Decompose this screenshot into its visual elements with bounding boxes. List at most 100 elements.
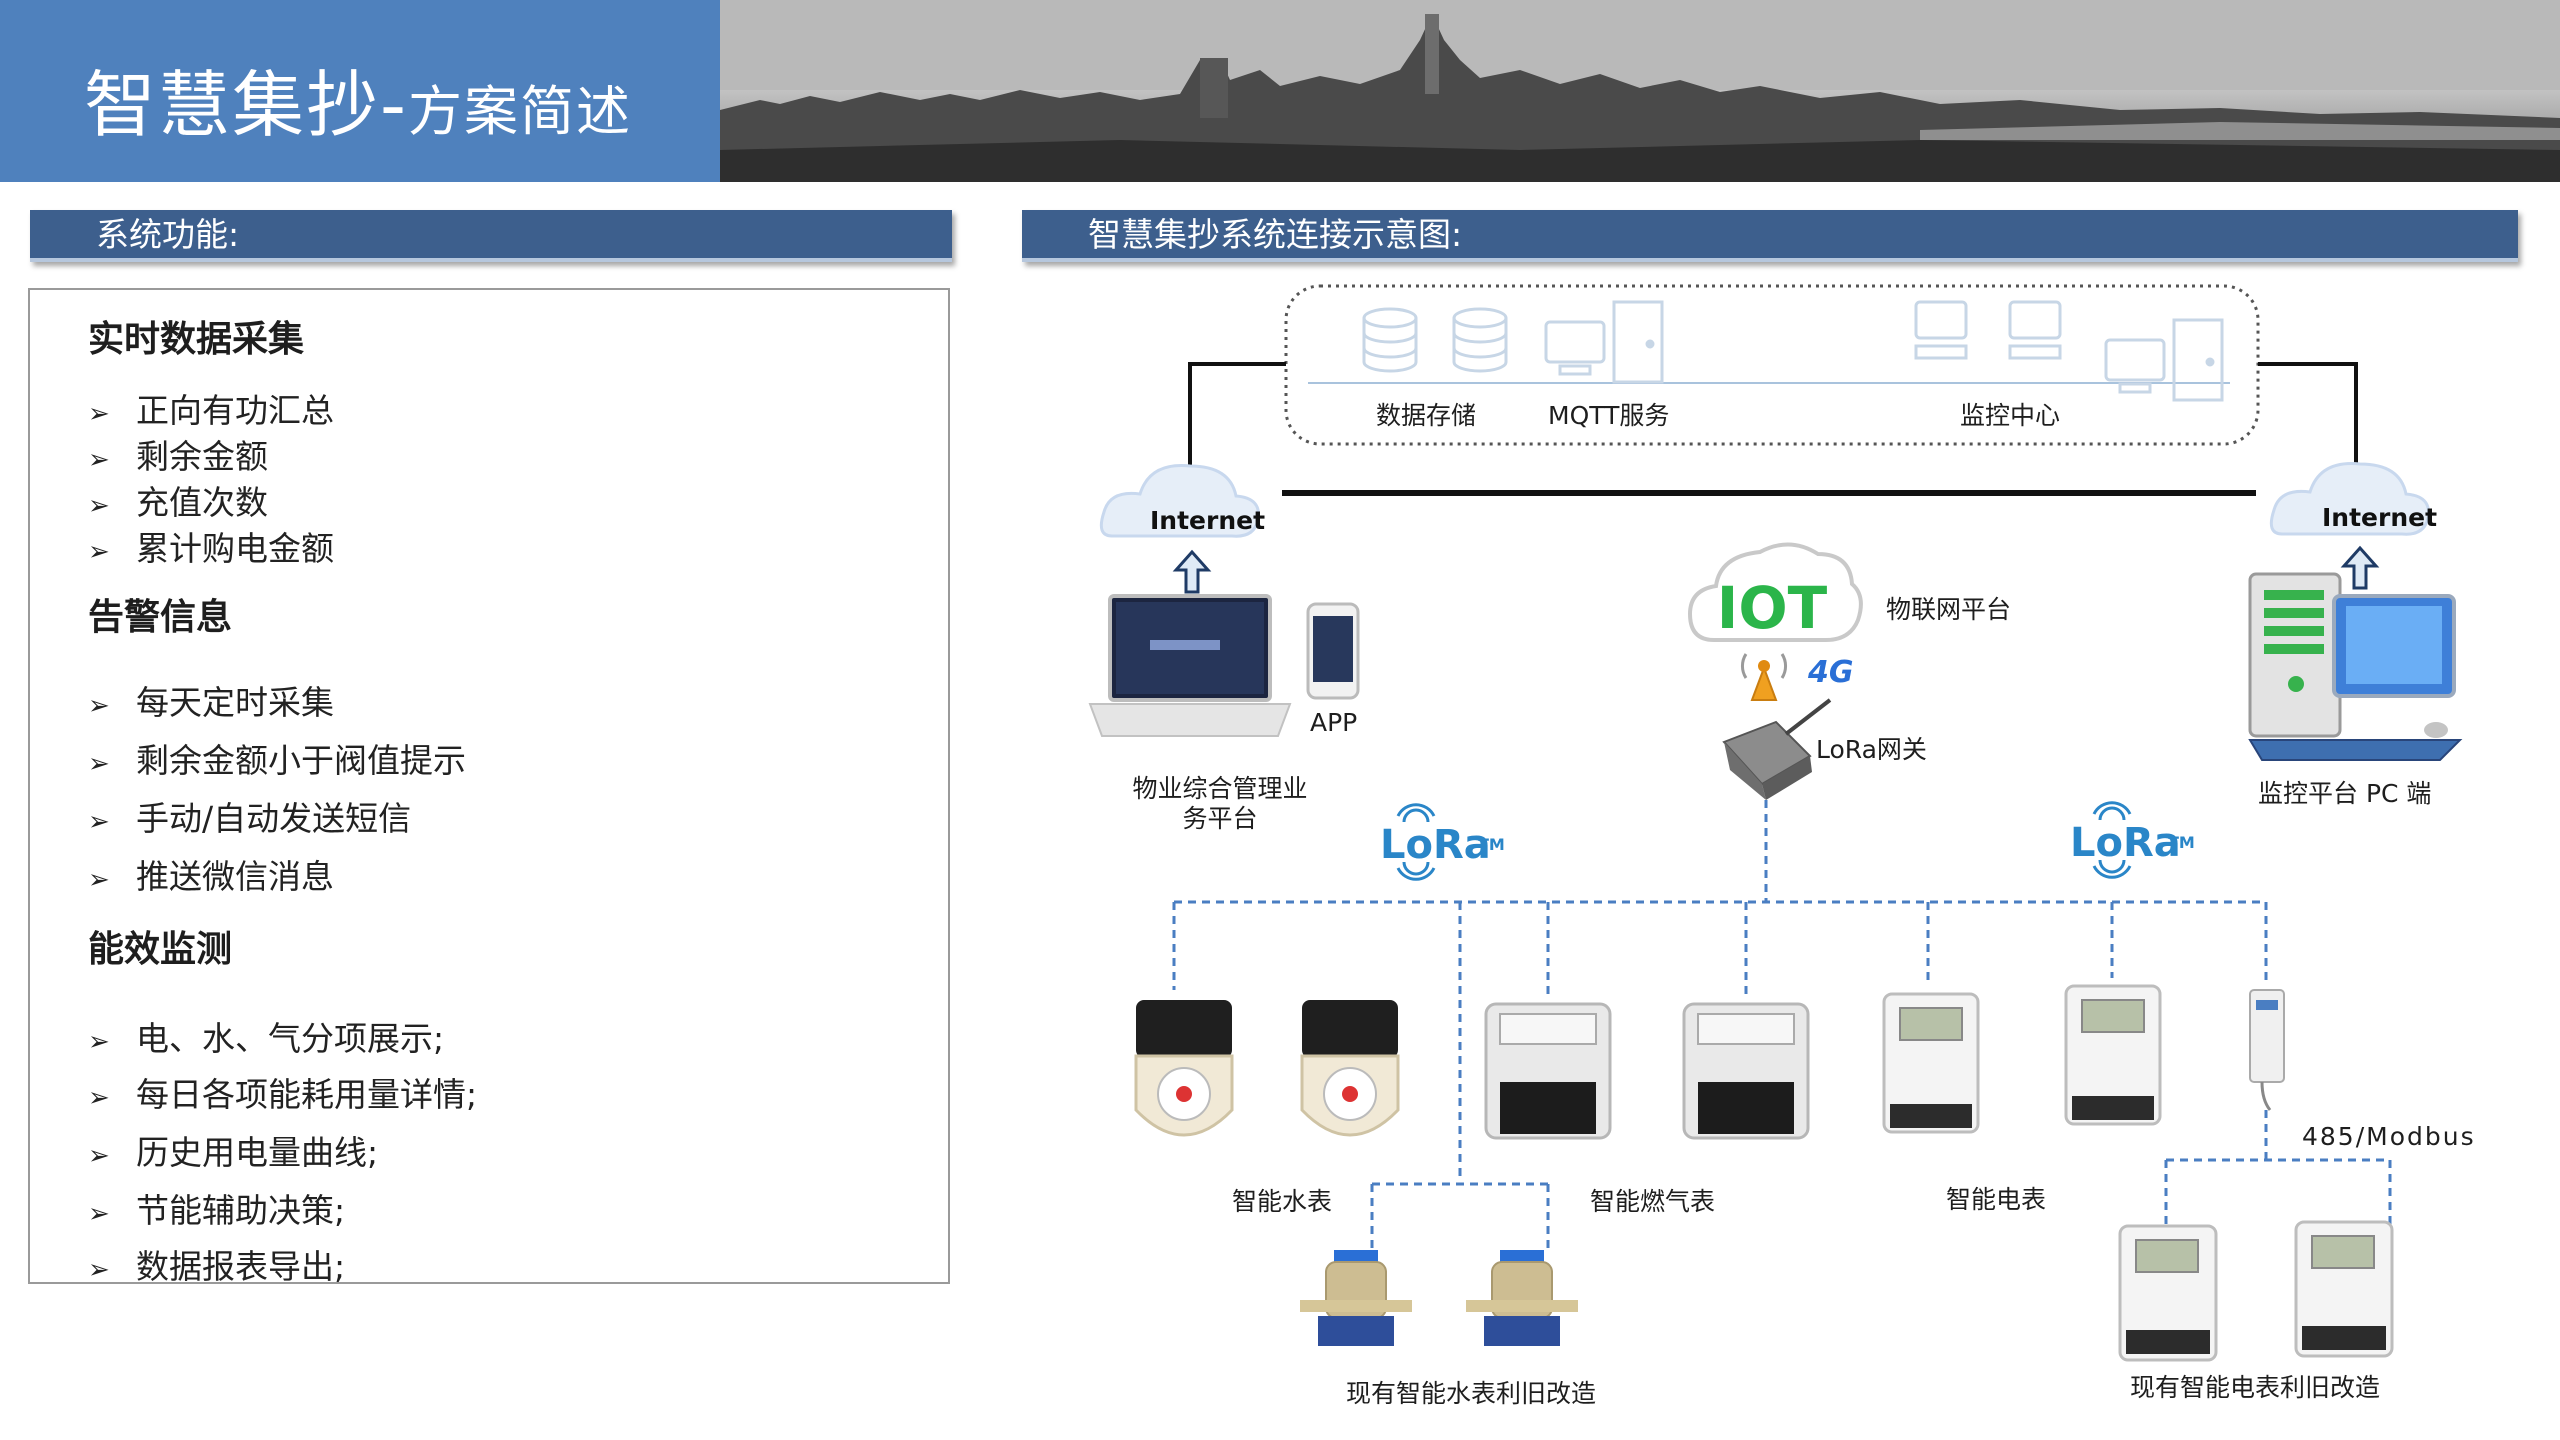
- section-bar-functions: 系统功能:: [30, 210, 952, 262]
- electric-meter-label: 智能电表: [1946, 1185, 2047, 1214]
- electric-meter-icon: [2294, 1220, 2394, 1358]
- database-icon: [1452, 307, 1508, 373]
- title-banner: 智慧集抄-方案简述: [0, 0, 720, 182]
- lora-logo-text: LoRa: [1380, 822, 1491, 868]
- list-item: ➢ 剩余金额: [88, 430, 268, 478]
- list-item: ➢ 正向有功汇总: [88, 384, 334, 432]
- cloud-icon-left: [1099, 464, 1261, 538]
- upload-arrow-icon: [2340, 545, 2380, 590]
- arrow-bullet-icon: ➢: [88, 749, 110, 779]
- trademark-label: TM: [2168, 833, 2195, 852]
- signal-4g-label: 4G: [1807, 655, 1854, 690]
- antenna-icon: [1741, 653, 1787, 701]
- internet-label-left: Internet: [1150, 506, 1266, 535]
- category-heading: 实时数据采集: [88, 319, 305, 360]
- list-item: ➢ 剩余金额小于阀值提示: [88, 734, 466, 782]
- category-heading: 能效监测: [88, 929, 233, 970]
- upload-arrow-icon: [1172, 549, 1212, 594]
- list-item-label: 手动/自动发送短信: [136, 799, 412, 838]
- list-item: ➢ 每日各项能耗用量详情;: [88, 1068, 477, 1116]
- list-item-label: 剩余金额小于阀值提示: [136, 741, 466, 780]
- arrow-bullet-icon: ➢: [88, 1141, 110, 1171]
- electric-meter-icon: [1882, 992, 1980, 1134]
- list-item: ➢ 手动/自动发送短信: [88, 792, 411, 840]
- electric-retrofit-label: 现有智能电表利旧改造: [2130, 1373, 2381, 1402]
- monitor-station-icon: [1914, 300, 1968, 360]
- trademark-label: TM: [1478, 835, 1505, 854]
- property-platform-label: 物业综合管理业务平台: [1132, 774, 1308, 833]
- list-item-label: 每日各项能耗用量详情;: [136, 1075, 478, 1114]
- gateway-label: LoRa网关: [1816, 735, 1927, 764]
- page-title: 智慧集抄-方案简述: [84, 46, 632, 151]
- title-main-text: 智慧集抄: [84, 63, 381, 147]
- gas-meter-icon: [1682, 1002, 1810, 1140]
- list-item-label: 节能辅助决策;: [136, 1191, 346, 1230]
- arrow-bullet-icon: ➢: [88, 491, 110, 521]
- laptop-icon: [1088, 594, 1292, 737]
- list-item-label: 历史用电量曲线;: [136, 1133, 379, 1172]
- city-skyline-image: [720, 0, 2560, 182]
- list-item-label: 电、水、气分项展示;: [136, 1019, 445, 1058]
- modbus-label: 485/Modbus: [2302, 1122, 2476, 1151]
- iot-platform-label: 物联网平台: [1886, 595, 2012, 624]
- water-meter-icon: [1300, 1000, 1400, 1137]
- title-dash: -: [380, 63, 408, 147]
- list-item: ➢ 电、水、气分项展示;: [88, 1012, 444, 1060]
- lora-network-lines: [1172, 800, 2392, 1248]
- water-meter-icon: [1134, 1000, 1234, 1137]
- gas-meter-label: 智能燃气表: [1590, 1187, 1716, 1216]
- list-item: ➢ 充值次数: [88, 476, 268, 524]
- arrow-bullet-icon: ➢: [88, 865, 110, 895]
- arrow-bullet-icon: ➢: [88, 807, 110, 837]
- cloud-icon-right: [2269, 462, 2431, 536]
- lora-logo-icon: LoRa TM: [2070, 801, 2195, 879]
- list-item-label: 正向有功汇总: [136, 391, 334, 430]
- section-title-functions: 系统功能:: [96, 215, 240, 254]
- lora-logo-icon: LoRa TM: [1380, 803, 1505, 881]
- mechanical-water-meter-icon: [1466, 1250, 1578, 1346]
- server-pc-icon: [1544, 300, 1664, 384]
- monitor-station-icon: [2008, 300, 2062, 360]
- monitor-pc-label: 监控平台 PC 端: [2258, 779, 2432, 808]
- list-item-label: 充值次数: [136, 483, 268, 522]
- list-item: ➢ 历史用电量曲线;: [88, 1126, 378, 1174]
- mqtt-label: MQTT服务: [1548, 401, 1670, 430]
- arrow-bullet-icon: ➢: [88, 399, 110, 429]
- list-item: ➢累计购电金额: [88, 522, 334, 570]
- list-item-label: 剩余金额: [136, 437, 268, 476]
- section-title-diagram: 智慧集抄系统连接示意图:: [1088, 215, 1463, 254]
- iot-cloud-icon: IOT: [1687, 542, 1863, 642]
- list-item-label: 每天定时采集: [136, 683, 334, 722]
- arrow-bullet-icon: ➢: [88, 1083, 110, 1113]
- iot-text: IOT: [1717, 574, 1828, 642]
- arrow-bullet-icon: ➢: [88, 1255, 110, 1285]
- lora-logo-text: LoRa: [2070, 820, 2181, 866]
- lora-gateway-icon: [1722, 698, 1832, 800]
- title-sub-text: 方案简述: [408, 80, 632, 143]
- arrow-bullet-icon: ➢: [88, 537, 110, 567]
- arrow-bullet-icon: ➢: [88, 1027, 110, 1057]
- phone-icon: [1306, 602, 1360, 700]
- list-item: ➢ 节能辅助决策;: [88, 1184, 345, 1232]
- arrow-bullet-icon: ➢: [88, 1199, 110, 1229]
- database-icon: [1362, 307, 1418, 373]
- storage-label: 数据存储: [1376, 401, 1477, 430]
- section-bar-diagram: 智慧集抄系统连接示意图:: [1022, 210, 2518, 262]
- mechanical-water-meter-icon: [1300, 1250, 1412, 1346]
- list-item: ➢ 每天定时采集: [88, 676, 334, 724]
- water-retrofit-label: 现有智能水表利旧改造: [1346, 1379, 1597, 1408]
- monitor-center-label: 监控中心: [1960, 401, 2061, 430]
- monitoring-pc-icon: [2248, 572, 2463, 761]
- server-pc-icon: [2104, 318, 2224, 402]
- arrow-bullet-icon: ➢: [88, 691, 110, 721]
- arrow-bullet-icon: ➢: [88, 445, 110, 475]
- list-item-label: 数据报表导出;: [136, 1247, 346, 1286]
- gas-meter-icon: [1484, 1002, 1612, 1140]
- list-item-label: 推送微信消息: [136, 857, 334, 896]
- water-meter-label: 智能水表: [1232, 1187, 1333, 1216]
- functions-panel: [28, 288, 950, 1284]
- electric-meter-icon: [2064, 984, 2162, 1126]
- list-item: ➢ 数据报表导出;: [88, 1240, 345, 1288]
